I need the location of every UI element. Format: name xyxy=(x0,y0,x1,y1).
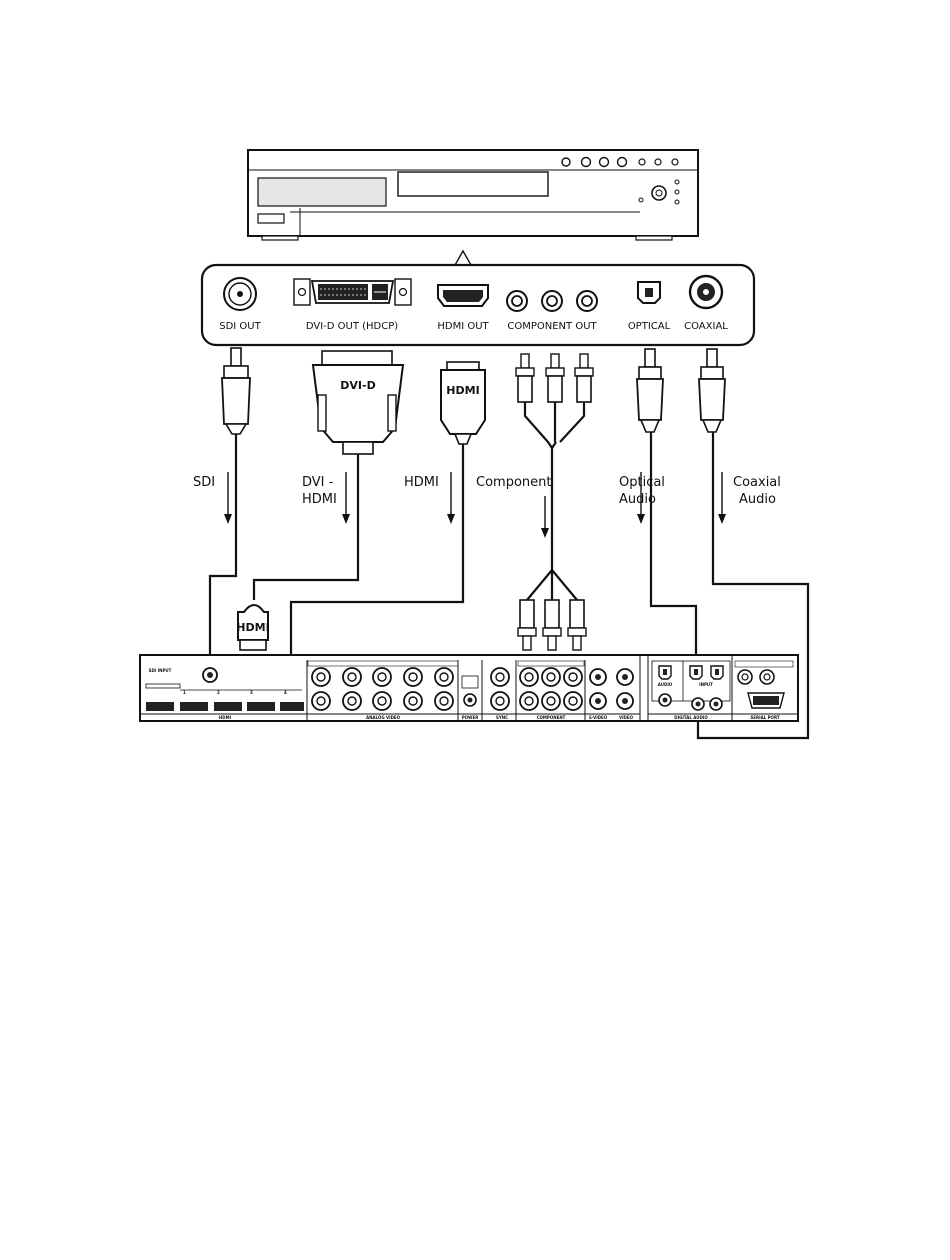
coaxial-plug xyxy=(699,349,725,432)
serial-port-label: SERIAL PORT xyxy=(750,715,779,720)
optical-cable-label-line2: Audio xyxy=(619,492,656,507)
disc-tray xyxy=(398,172,548,196)
svideo-label: S-VIDEO xyxy=(589,715,608,720)
player-button-6 xyxy=(655,159,661,165)
component-plugs-top xyxy=(516,354,593,402)
analog-video-label: ANALOG VIDEO xyxy=(366,715,401,720)
component-out-label: COMPONENT OUT xyxy=(507,321,597,332)
hdmi-group-label: HDMI xyxy=(219,715,232,720)
optical-label: OPTICAL xyxy=(628,321,671,332)
zoom-indicator-triangle xyxy=(455,251,471,265)
dvi-hdmi-cable-label-line1: DVI - xyxy=(302,475,334,490)
hdmi-4-label: 4 xyxy=(284,690,287,695)
player-button-2 xyxy=(582,158,591,167)
sdi-out-port xyxy=(224,278,256,310)
cable-labels: SDI DVI - HDMI HDMI Component Optical Au… xyxy=(193,475,781,507)
hdmi-port-3 xyxy=(247,702,275,711)
display-rear-panel: SDI INPUT 1 2 3 4 HDMI xyxy=(140,655,798,721)
sdi-input-label: SDI INPUT xyxy=(149,668,172,673)
optical-cable-label-line1: Optical xyxy=(619,475,665,490)
player-button-4 xyxy=(618,158,627,167)
hdmi-arrow xyxy=(447,472,455,524)
player-foot-right xyxy=(636,236,672,240)
coaxial-cable-label-line2: Audio xyxy=(739,492,776,507)
player-button-7 xyxy=(672,159,678,165)
dvi-d-out-label: DVI-D OUT (HDCP) xyxy=(306,321,398,332)
dvi-hdmi-cable-label-line2: HDMI xyxy=(302,492,337,507)
player-foot-left xyxy=(262,236,298,240)
dvi-hdmi-arrow xyxy=(342,472,350,524)
hdmi-2-label: 2 xyxy=(217,690,220,695)
coaxial-label: COAXIAL xyxy=(684,321,728,332)
optical-port xyxy=(638,282,660,303)
hdmi-plug-top-label: HDMI xyxy=(446,384,479,397)
power-label: POWER xyxy=(462,715,479,720)
coaxial-port xyxy=(690,276,722,308)
hdmi-1-label: 1 xyxy=(183,690,186,695)
component-input-label: COMPONENT xyxy=(537,715,566,720)
component-plugs-bottom xyxy=(518,600,586,650)
sdi-plug xyxy=(222,348,250,434)
hdmi-port-2 xyxy=(214,702,242,711)
dvi-d-plug-label: DVI-D xyxy=(340,379,375,392)
dvi-d-plug: DVI-D xyxy=(313,351,403,454)
optical-cable xyxy=(651,432,696,664)
optical-plug xyxy=(637,349,663,432)
sync-label: SYNC xyxy=(496,715,508,720)
hdmi-plug-bottom: HDMI xyxy=(236,605,269,650)
audio-label: AUDIO xyxy=(658,682,673,687)
sdi-cable xyxy=(210,434,236,668)
sdi-cable-label: SDI xyxy=(193,475,215,490)
source-rear-panel: SDI OUT DVI-D OUT (HDCP) HDMI OUT xyxy=(202,265,754,345)
component-arrow xyxy=(541,496,549,538)
hdmi-cable-label: HDMI xyxy=(404,475,439,490)
player-button-5 xyxy=(639,159,645,165)
video-label: VIDEO xyxy=(619,715,634,720)
hdmi-plug-bottom-label: HDMI xyxy=(236,621,269,634)
hdmi-3-label: 3 xyxy=(250,690,253,695)
sdi-out-label: SDI OUT xyxy=(219,321,261,332)
hdmi-plug-top: HDMI xyxy=(441,362,485,444)
component-cable-bottom xyxy=(527,570,577,600)
input-label: INPUT xyxy=(699,682,713,687)
hdmi-port-1 xyxy=(180,702,208,711)
coaxial-arrow xyxy=(718,472,726,524)
hdmi-port-4 xyxy=(280,702,304,711)
digital-audio-label: DIGITAL AUDIO xyxy=(674,715,708,720)
player-button-1 xyxy=(562,158,570,166)
hdmi-out-label: HDMI OUT xyxy=(437,321,489,332)
player-display-window xyxy=(258,178,386,206)
coaxial-cable-label-line1: Coaxial xyxy=(733,475,781,490)
player-button-3 xyxy=(600,158,609,167)
power-button xyxy=(258,214,284,223)
sdi-arrow xyxy=(224,472,232,524)
hdmi-out-port xyxy=(438,285,488,306)
hdmi-port-0 xyxy=(146,702,174,711)
component-out-ports xyxy=(507,291,597,311)
component-cable-label: Component xyxy=(476,475,551,490)
source-device xyxy=(248,150,698,240)
